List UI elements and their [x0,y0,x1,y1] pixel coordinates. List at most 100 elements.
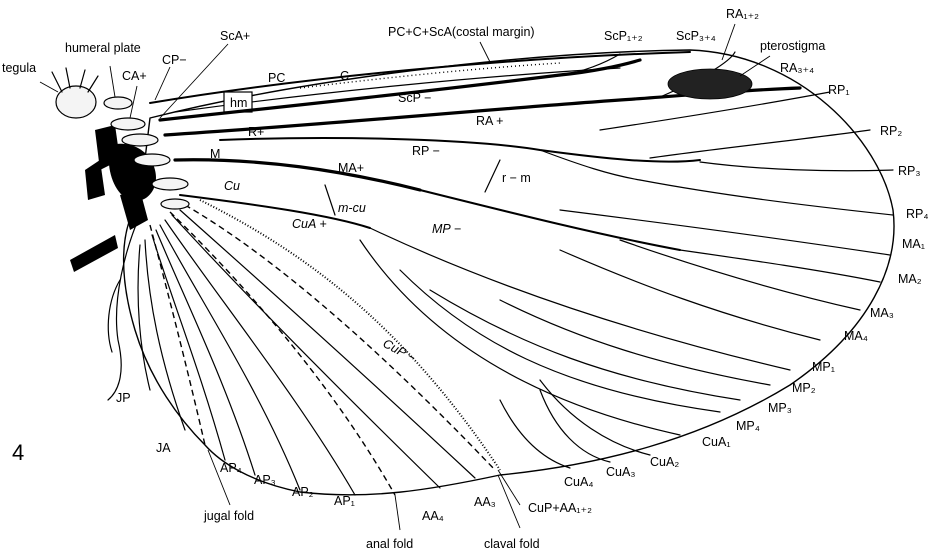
label-pc: PC [268,71,285,85]
leader-cp [154,66,171,101]
aa3-vein [179,209,476,479]
leader-cup-aa12 [497,469,521,506]
ap1-vein [164,219,356,496]
label-mp-minus: MP − [432,222,461,236]
label-ra-plus: RA + [476,114,503,128]
label-humeral-plate: humeral plate [65,41,141,55]
sclerite-cu [151,177,189,191]
label-scp-minus: ScP − [398,91,431,105]
scp-vein [158,58,642,122]
scp-branch-1 [559,53,621,77]
label-ap4: AP₄ [220,461,242,475]
mp-vein [419,189,681,251]
ma2-branch [679,249,881,283]
label-cua-plus: CuA + [292,217,327,231]
rp-vein [219,137,701,163]
leader-tegula [39,81,59,93]
label-cua1: CuA₁ [702,435,731,449]
label-ap3: AP₃ [254,473,276,487]
cua4-branch [499,399,571,469]
anal-fold [169,211,396,496]
tegula-hairs [51,67,99,93]
costal-band-upper [149,51,691,104]
label-jp: JP [116,391,131,405]
label-cua2: CuA₂ [650,455,679,469]
leader-costal [479,41,491,63]
label-scp34: ScP₃₊₄ [676,29,716,43]
sclerite-m [133,153,171,167]
label-ra12: RA₁₊₂ [726,7,759,21]
ma-vein [173,158,422,192]
ja-vein [144,239,186,431]
axillary-dark-3 [85,160,105,200]
rp2-branch [649,129,871,159]
label-mp4: MP₄ [736,419,760,433]
ma1-branch [559,209,891,256]
label-m-cu: m-cu [338,201,366,215]
label-c: C [340,69,349,83]
leader-humeral [109,65,116,98]
label-cu: Cu [224,179,240,193]
label-tegula: tegula [2,61,36,75]
ma4-branch [559,249,821,341]
label-rp-minus: RP − [412,144,440,158]
label-claval-fold: claval fold [484,537,540,551]
label-ja: JA [156,441,171,455]
aa4-vein [171,214,441,489]
leader-pterostigma [739,55,771,77]
leader-jugal [207,449,231,506]
label-cua4: CuA₄ [564,475,593,489]
label-ap2: AP₂ [292,485,314,499]
jugal-fold [149,224,206,446]
pterostigma [667,68,753,100]
label-ma-plus: MA+ [338,161,364,175]
label-costal-margin: PC+C+ScA(costal margin) [388,25,535,39]
jp-vein [137,244,151,391]
mcu-crossvein [324,184,336,216]
label-rp2: RP₂ [880,124,902,138]
label-ma1: MA₁ [902,237,925,251]
rp-fork [539,149,641,181]
ap3-vein [155,229,256,476]
label-ca-plus: CA+ [122,69,147,83]
label-ma3: MA₃ [870,306,894,320]
label-scp12: ScP₁₊₂ [604,29,643,43]
mp4-branch [399,269,721,413]
cua2-branch [539,379,651,456]
label-rp4: RP₄ [906,207,928,221]
label-ap1: AP₁ [334,494,355,508]
axillary-dark-5 [70,235,118,272]
rp3-branch [699,161,894,172]
label-mp2: MP₂ [792,381,816,395]
leader-ra12 [721,23,736,61]
jugal-area-curve [107,279,121,353]
rp1-branch [599,91,831,131]
label-sca-plus: ScA+ [220,29,250,43]
label-aa3: AA₃ [474,495,496,509]
sclerite-ca [110,117,146,131]
mp3-branch [429,289,741,401]
label-r-m: r − m [502,171,531,185]
label-mp3: MP₃ [768,401,792,415]
wing-outline [122,49,895,496]
ma3-branch [619,239,861,311]
sclerite-r [121,133,159,147]
ap4-vein [151,234,226,461]
label-jugal-fold: jugal fold [203,509,254,523]
cup-vein [199,199,501,471]
cua-vein [179,194,371,229]
label-rp3: RP₃ [898,164,920,178]
humeral-plate-sclerite [103,96,133,110]
label-aa4: AA₄ [422,509,444,523]
sclerite-anal [160,198,190,210]
figure-number: 4 [12,440,24,465]
mp1-branch [369,227,791,371]
label-ma2: MA₂ [898,272,922,286]
label-r-plus: R+ [248,125,264,139]
label-m: M [210,147,220,161]
rm-crossvein [484,159,501,193]
label-cp-minus: CP− [162,53,187,67]
leader-anal [394,494,401,531]
tegula [55,85,97,119]
